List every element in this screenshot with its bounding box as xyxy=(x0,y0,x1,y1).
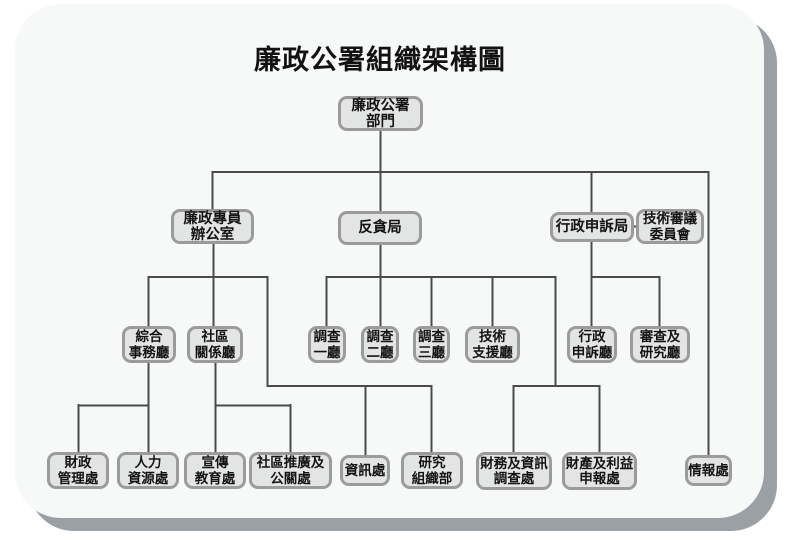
node-label: 調查 xyxy=(366,329,394,344)
node-label: 辦公室 xyxy=(190,226,235,243)
node-research-organization-div: 研究 組織部 xyxy=(401,452,463,489)
node-label: 綜合 xyxy=(135,329,163,344)
node-finance-management-div: 財政 管理處 xyxy=(47,452,109,489)
node-financial-it-investigation-div: 財務及資訊 調查處 xyxy=(476,452,552,490)
node-label: 財務及資訊 xyxy=(480,455,548,471)
node-label: 研究廳 xyxy=(639,344,681,360)
node-label: 調查 xyxy=(418,329,445,344)
node-label: 財產及利益 xyxy=(565,455,634,471)
node-community-promotion-pr-div: 社區推廣及 公關處 xyxy=(249,452,332,489)
node-investigation-dept-2: 調查 二廳 xyxy=(361,326,399,363)
node-label: 三廳 xyxy=(418,344,445,360)
node-publicity-education-div: 宣傳 教育處 xyxy=(184,452,246,489)
node-anti-corruption-bureau: 反貪局 xyxy=(338,211,422,245)
chart-card-background xyxy=(15,4,764,518)
node-label: 社區 xyxy=(201,329,229,344)
node-label: 事務廳 xyxy=(128,344,170,360)
node-community-relations-dept: 社區 關係廳 xyxy=(187,326,243,363)
node-label: 人力 xyxy=(134,455,162,470)
node-label: 二廳 xyxy=(366,344,394,360)
node-admin-complaints-bureau: 行政申訴局 xyxy=(550,212,634,242)
node-property-interests-declaration-div: 財產及利益 申報處 xyxy=(562,452,637,490)
node-commissioner-office: 廉政專員 辦公室 xyxy=(171,209,254,244)
node-technical-support-dept: 技術 支援廳 xyxy=(465,326,520,363)
node-label: 調查 xyxy=(313,329,341,344)
node-label: 財政 xyxy=(64,455,92,470)
node-label: 資訊處 xyxy=(344,462,386,478)
node-label: 管理處 xyxy=(57,470,99,486)
node-admin-complaints-dept: 行政 申訴廳 xyxy=(567,326,617,363)
node-information-div: 資訊處 xyxy=(340,455,390,486)
node-label: 廉政專員 xyxy=(183,210,242,227)
node-general-affairs-dept: 綜合 事務廳 xyxy=(122,326,176,363)
node-label: 公關處 xyxy=(270,470,311,486)
node-label: 廉政公署 xyxy=(351,97,410,114)
node-label: 部門 xyxy=(366,113,395,130)
node-technical-review-committee: 技術審議 委員會 xyxy=(636,209,704,244)
node-label: 社區推廣及 xyxy=(256,455,325,470)
node-investigation-dept-1: 調查 一廳 xyxy=(308,326,346,363)
node-label: 委員會 xyxy=(649,226,691,242)
node-label: 反貪局 xyxy=(358,220,402,236)
node-label: 教育處 xyxy=(194,470,236,486)
node-label: 一廳 xyxy=(313,344,341,360)
node-label: 技術審議 xyxy=(643,211,697,226)
node-label: 行政 xyxy=(578,329,606,344)
node-label: 審查及 xyxy=(639,329,681,344)
node-intelligence-div: 情報處 xyxy=(685,455,732,486)
node-label: 組織部 xyxy=(411,470,453,486)
node-human-resources-div: 人力 資源處 xyxy=(117,452,179,489)
node-label: 資源處 xyxy=(127,470,169,486)
node-label: 情報處 xyxy=(688,462,729,478)
node-label: 申報處 xyxy=(579,471,620,486)
node-label: 技術 xyxy=(479,329,506,344)
node-label: 宣傳 xyxy=(201,455,229,470)
node-label: 研究 xyxy=(418,455,446,470)
node-label: 關係廳 xyxy=(194,344,236,360)
node-label: 支援廳 xyxy=(472,344,513,360)
node-review-research-dept: 審查及 研究廳 xyxy=(630,326,690,363)
node-label: 申訴廳 xyxy=(571,344,613,360)
node-investigation-dept-3: 調查 三廳 xyxy=(413,326,450,363)
node-label: 調查處 xyxy=(493,471,535,486)
node-root: 廉政公署 部門 xyxy=(338,96,423,131)
chart-title: 廉政公署組織架構圖 xyxy=(254,45,506,75)
node-label: 行政申訴局 xyxy=(555,219,629,235)
